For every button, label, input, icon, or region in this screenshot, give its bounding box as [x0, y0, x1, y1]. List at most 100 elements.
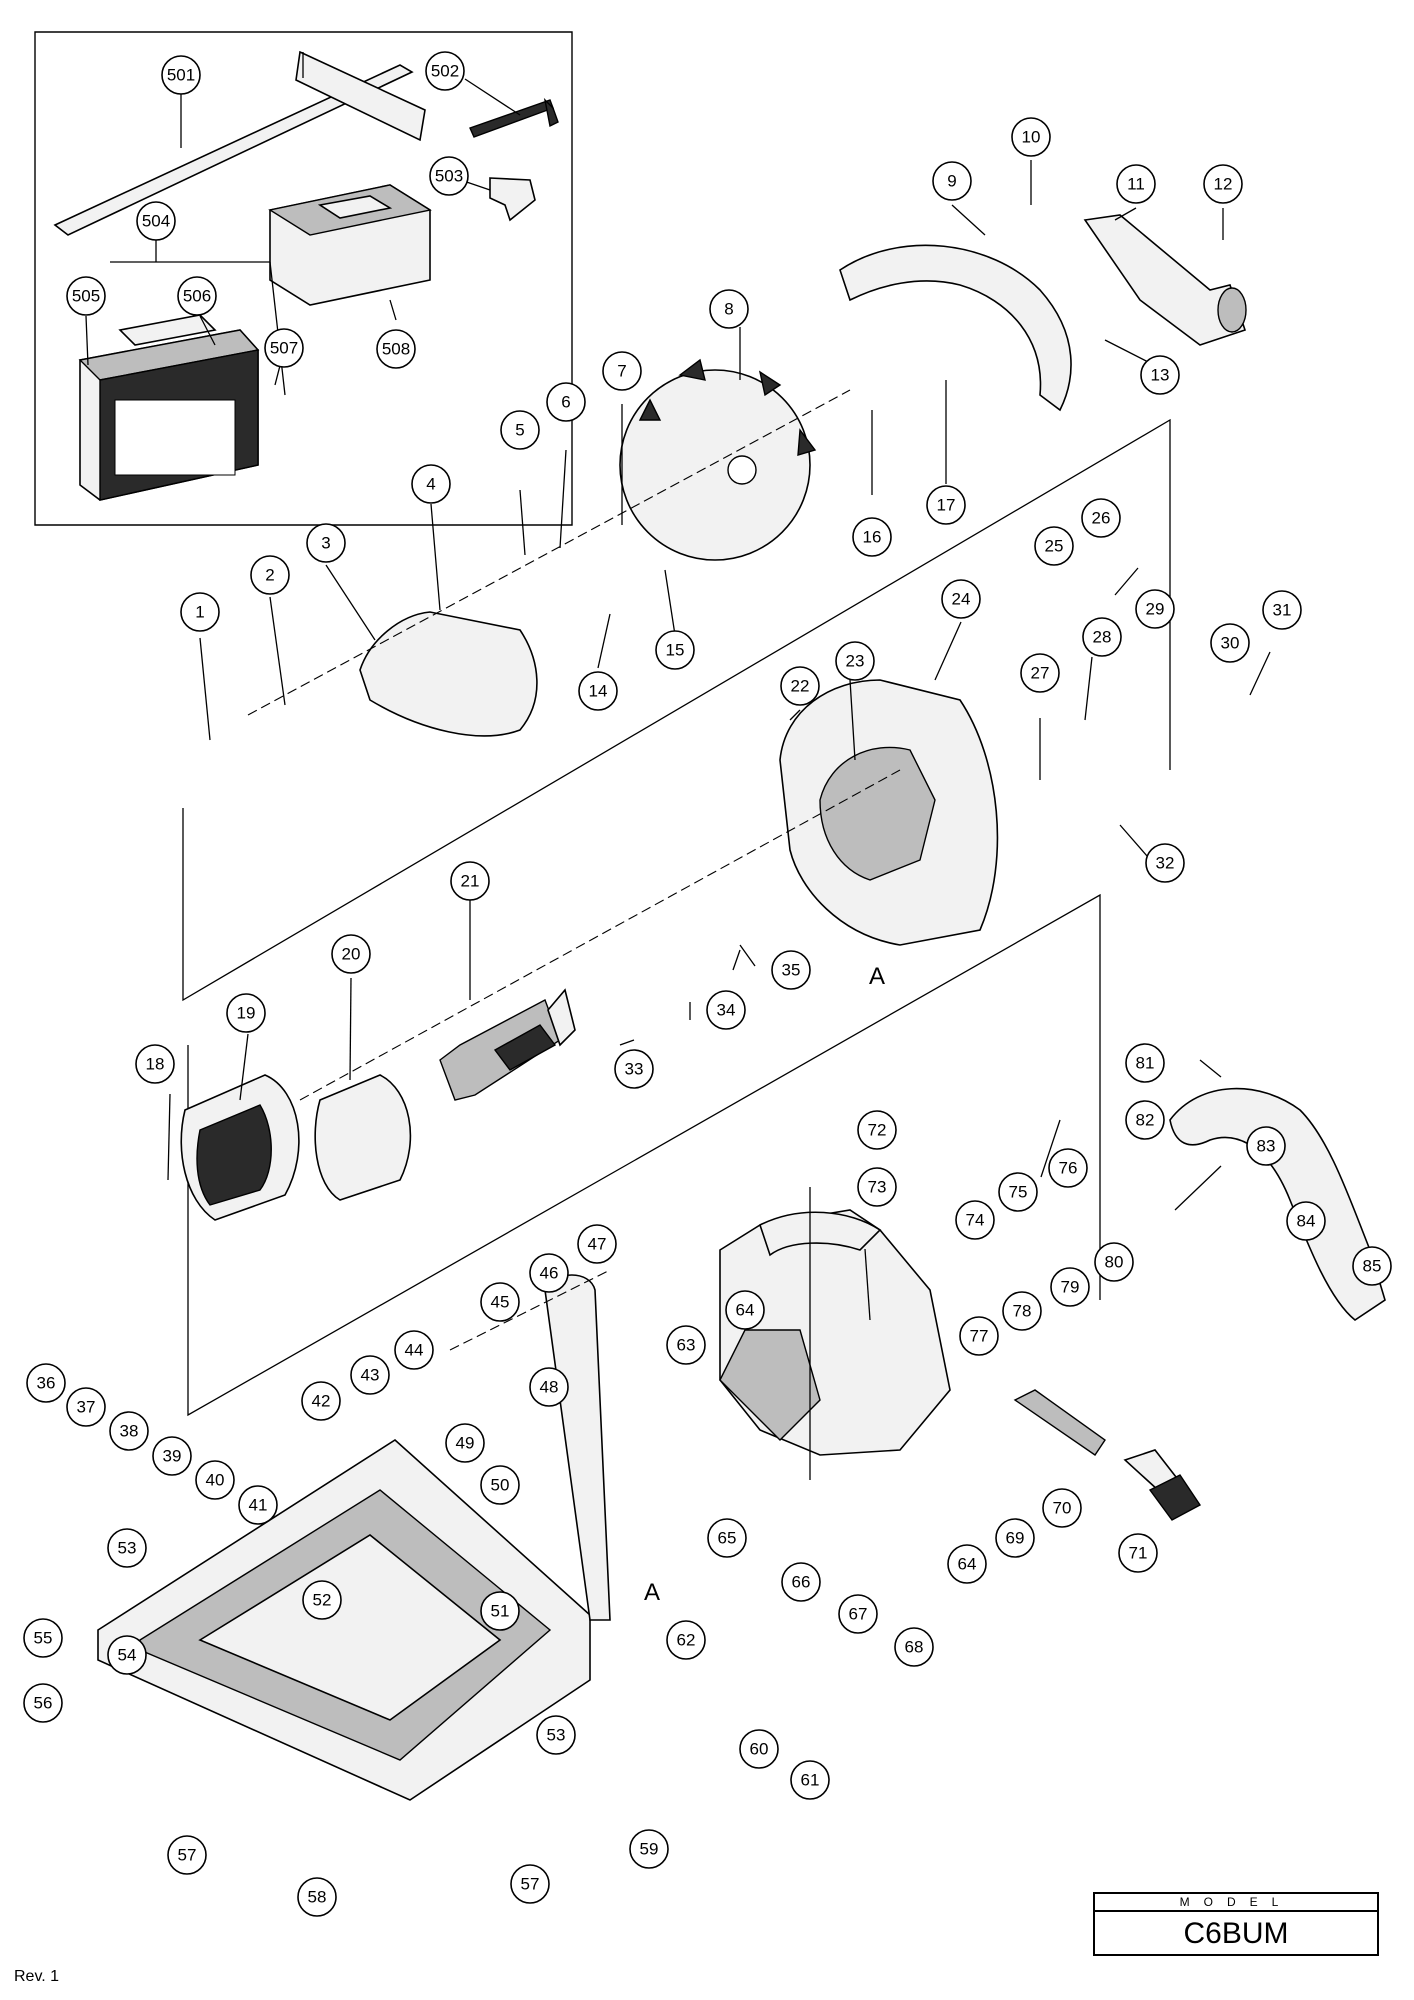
svg-text:61: 61 [801, 1771, 820, 1790]
callout-45: 45 [480, 1282, 520, 1322]
stator-19 [180, 1074, 300, 1221]
callout-28: 28 [1082, 617, 1122, 657]
svg-text:75: 75 [1009, 1183, 1028, 1202]
svg-text:32: 32 [1156, 854, 1175, 873]
section-marker-a-lower: A [644, 1579, 660, 1606]
svg-text:15: 15 [666, 641, 685, 660]
svg-text:16: 16 [863, 528, 882, 547]
svg-text:70: 70 [1053, 1499, 1072, 1518]
svg-text:77: 77 [970, 1327, 989, 1346]
svg-text:71: 71 [1129, 1544, 1148, 1563]
callout-59: 59 [629, 1829, 669, 1869]
callout-5: 5 [500, 410, 540, 450]
callout-72: 72 [857, 1110, 897, 1150]
svg-text:9: 9 [947, 172, 956, 191]
axis-lines [247, 389, 901, 1351]
svg-text:34: 34 [717, 1001, 736, 1020]
svg-text:53: 53 [118, 1539, 137, 1558]
callout-24: 24 [941, 579, 981, 619]
saw-blade-8 [619, 358, 817, 561]
callout-1: 1 [180, 592, 220, 632]
svg-text:38: 38 [120, 1422, 139, 1441]
callout-41: 41 [238, 1485, 278, 1525]
svg-text:501: 501 [167, 66, 195, 85]
callout-44: 44 [394, 1330, 434, 1370]
svg-text:7: 7 [617, 362, 626, 381]
svg-text:33: 33 [625, 1060, 644, 1079]
callout-2: 2 [250, 555, 290, 595]
callout-56: 56 [23, 1683, 63, 1723]
callout-58: 58 [297, 1877, 337, 1917]
svg-text:57: 57 [178, 1846, 197, 1865]
svg-text:69: 69 [1006, 1529, 1025, 1548]
callout-57b: 57 [510, 1864, 550, 1904]
callout-504: 504 [136, 201, 176, 241]
callout-64a: 64 [725, 1290, 765, 1330]
callout-52: 52 [302, 1580, 342, 1620]
callout-64b: 64 [947, 1544, 987, 1584]
svg-text:45: 45 [491, 1293, 510, 1312]
callout-15: 15 [655, 630, 695, 670]
base-58 [97, 1438, 591, 1801]
svg-text:47: 47 [588, 1235, 607, 1254]
svg-text:505: 505 [72, 287, 100, 306]
callout-73: 73 [857, 1167, 897, 1207]
model-value: C6BUM [1183, 1917, 1289, 1950]
callout-503: 503 [429, 156, 469, 196]
callout-66: 66 [781, 1562, 821, 1602]
svg-text:80: 80 [1105, 1253, 1124, 1272]
svg-text:30: 30 [1221, 634, 1240, 653]
svg-text:60: 60 [750, 1740, 769, 1759]
callout-76: 76 [1048, 1148, 1088, 1188]
callout-31: 31 [1262, 590, 1302, 630]
model-box: MODEL C6BUM [1093, 1892, 1379, 1956]
callout-77: 77 [959, 1316, 999, 1356]
svg-text:49: 49 [456, 1434, 475, 1453]
callout-33: 33 [614, 1049, 654, 1089]
svg-text:23: 23 [846, 652, 865, 671]
depth-guide-62 [544, 1274, 611, 1621]
bracket-20 [314, 1074, 412, 1201]
callout-43: 43 [350, 1355, 390, 1395]
svg-text:25: 25 [1045, 537, 1064, 556]
svg-text:78: 78 [1013, 1302, 1032, 1321]
callout-6: 6 [546, 382, 586, 422]
callout-62: 62 [666, 1620, 706, 1660]
svg-text:55: 55 [34, 1629, 53, 1648]
case-504 [78, 314, 260, 501]
callout-60: 60 [739, 1729, 779, 1769]
svg-text:52: 52 [313, 1591, 332, 1610]
svg-text:72: 72 [868, 1121, 887, 1140]
callout-53a: 53 [107, 1528, 147, 1568]
svg-text:58: 58 [308, 1888, 327, 1907]
svg-text:504: 504 [142, 212, 170, 231]
svg-text:50: 50 [491, 1476, 510, 1495]
callout-18: 18 [135, 1044, 175, 1084]
svg-text:73: 73 [868, 1178, 887, 1197]
gear-housing-23 [779, 679, 999, 946]
svg-text:84: 84 [1297, 1212, 1316, 1231]
section-frame-upper [182, 418, 1171, 1002]
svg-text:3: 3 [321, 534, 330, 553]
callout-9: 9 [932, 161, 972, 201]
svg-text:2: 2 [265, 566, 274, 585]
svg-text:502: 502 [431, 62, 459, 81]
svg-text:8: 8 [724, 300, 733, 319]
callout-49: 49 [445, 1423, 485, 1463]
callout-29: 29 [1135, 589, 1175, 629]
svg-text:67: 67 [849, 1605, 868, 1624]
svg-text:503: 503 [435, 167, 463, 186]
svg-text:4: 4 [426, 475, 435, 494]
svg-text:21: 21 [461, 872, 480, 891]
leader-lines [85, 77, 1271, 1480]
callout-82: 82 [1125, 1100, 1165, 1140]
svg-text:508: 508 [382, 340, 410, 359]
callout-22: 22 [780, 666, 820, 706]
svg-text:506: 506 [183, 287, 211, 306]
callout-37: 37 [66, 1387, 106, 1427]
svg-text:57: 57 [521, 1875, 540, 1894]
callout-61: 61 [790, 1760, 830, 1800]
callout-4: 4 [411, 464, 451, 504]
power-cord-70 [1013, 1389, 1202, 1521]
svg-text:46: 46 [540, 1264, 559, 1283]
